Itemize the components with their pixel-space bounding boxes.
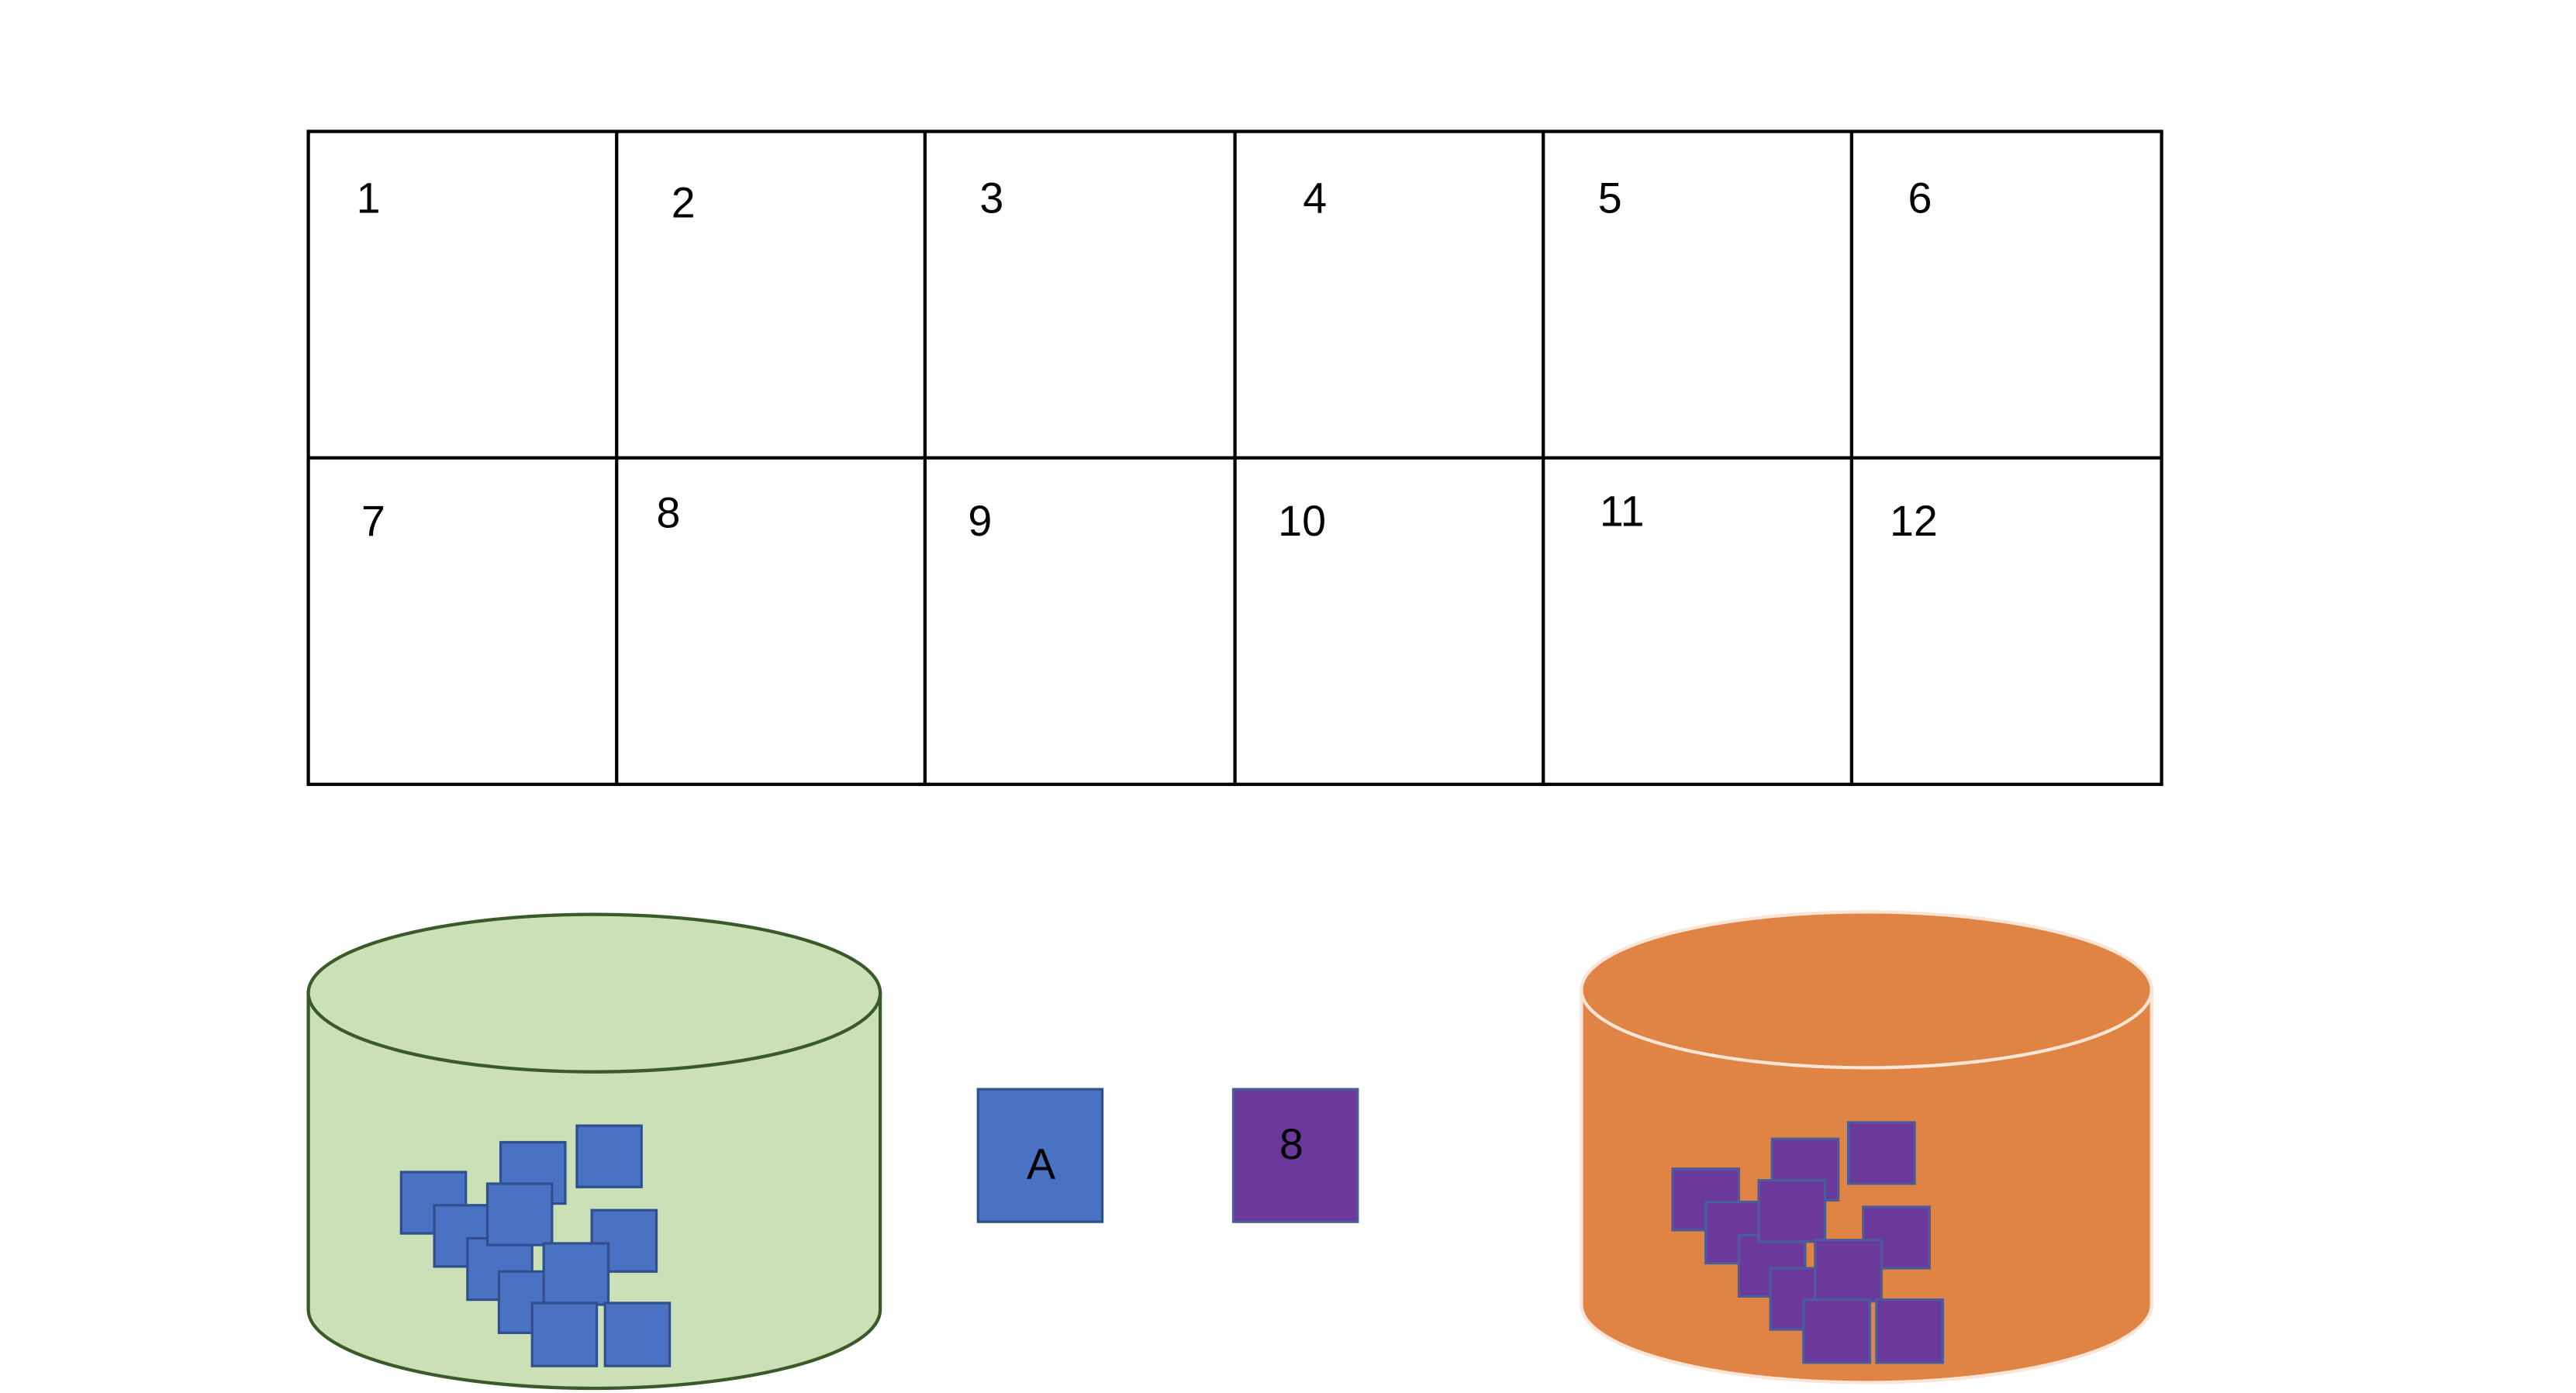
number-grid: 1 2 3 4 5 6 7 8 9 10 11 12: [306, 129, 2163, 786]
grid-cell-label: 10: [1278, 497, 1326, 545]
grid-cell-label: 3: [979, 174, 1003, 222]
purple-card-box: [1231, 1088, 1359, 1223]
grid-cell-label: 11: [1600, 487, 1645, 535]
blue-tile-pile: [399, 1124, 672, 1367]
grid-cell-label: 6: [1908, 174, 1932, 222]
orange-cylinder: [1580, 910, 2153, 1384]
blue-tile: [575, 1124, 643, 1188]
grid-cell-label: 9: [968, 497, 992, 545]
grid-cell-label: 12: [1890, 497, 1938, 545]
purple-tile: [1875, 1298, 1944, 1364]
orange-cylinder-body: [1580, 988, 2153, 1384]
grid-cell-label: 7: [361, 497, 385, 545]
purple-tile: [1757, 1179, 1827, 1243]
blue-card: A: [976, 1088, 1104, 1223]
blue-tile: [530, 1302, 599, 1367]
purple-card-label: 8: [1279, 1120, 1304, 1168]
purple-tile: [1846, 1121, 1916, 1185]
grid-cell-label: 1: [357, 174, 381, 222]
grid-cell-label: 5: [1598, 174, 1622, 222]
green-cylinder: [306, 912, 882, 1391]
blue-tile: [542, 1242, 610, 1306]
blue-card-box: [976, 1088, 1104, 1223]
purple-card: 8: [1231, 1088, 1359, 1223]
purple-tile: [1814, 1239, 1883, 1303]
blue-tile: [603, 1302, 672, 1367]
green-cylinder-body: [306, 991, 882, 1391]
blue-card-label: A: [1027, 1140, 1055, 1188]
grid-cell-label: 4: [1303, 174, 1327, 222]
orange-cylinder-top: [1580, 910, 2153, 1070]
purple-tile-pile: [1671, 1121, 1944, 1364]
grid-cell-label: 2: [672, 179, 696, 227]
purple-tile: [1802, 1298, 1871, 1364]
green-cylinder-top: [306, 912, 882, 1074]
grid-cell-label: 8: [657, 488, 681, 536]
blue-tile: [485, 1182, 554, 1246]
